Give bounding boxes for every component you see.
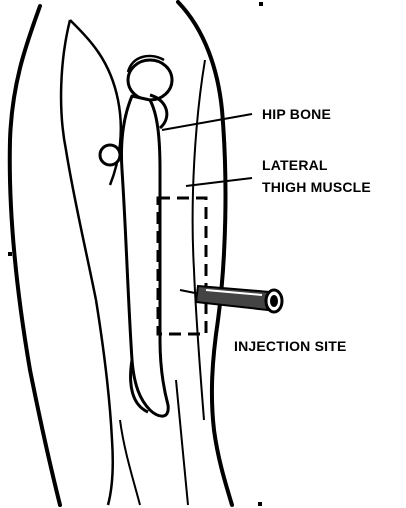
lateral-muscle-contour — [193, 60, 205, 420]
knee-inner-contour — [96, 300, 113, 505]
leg-left-outline — [10, 6, 60, 505]
lesser-trochanter — [100, 145, 120, 165]
calf-line-2 — [176, 380, 188, 505]
injection-site-rectangle — [158, 198, 206, 334]
calf-line-1 — [120, 420, 140, 505]
hip-bone-leader — [162, 114, 252, 130]
syringe-plunger-inner — [270, 295, 278, 307]
groin-contour — [61, 20, 96, 300]
corner-mark-bottom — [258, 502, 262, 506]
corner-mark-left — [8, 252, 12, 256]
corner-mark-top — [259, 2, 263, 6]
thigh-muscle-label-line2: THIGH MUSCLE — [262, 179, 371, 195]
lateral-muscle-leader — [186, 178, 252, 186]
femur-shaft — [121, 96, 168, 416]
injection-site-label: INJECTION SITE — [234, 338, 346, 354]
femoral-head — [128, 60, 172, 100]
lateral-label-line1: LATERAL — [262, 157, 328, 173]
hip-bone-label: HIP BONE — [262, 106, 331, 122]
